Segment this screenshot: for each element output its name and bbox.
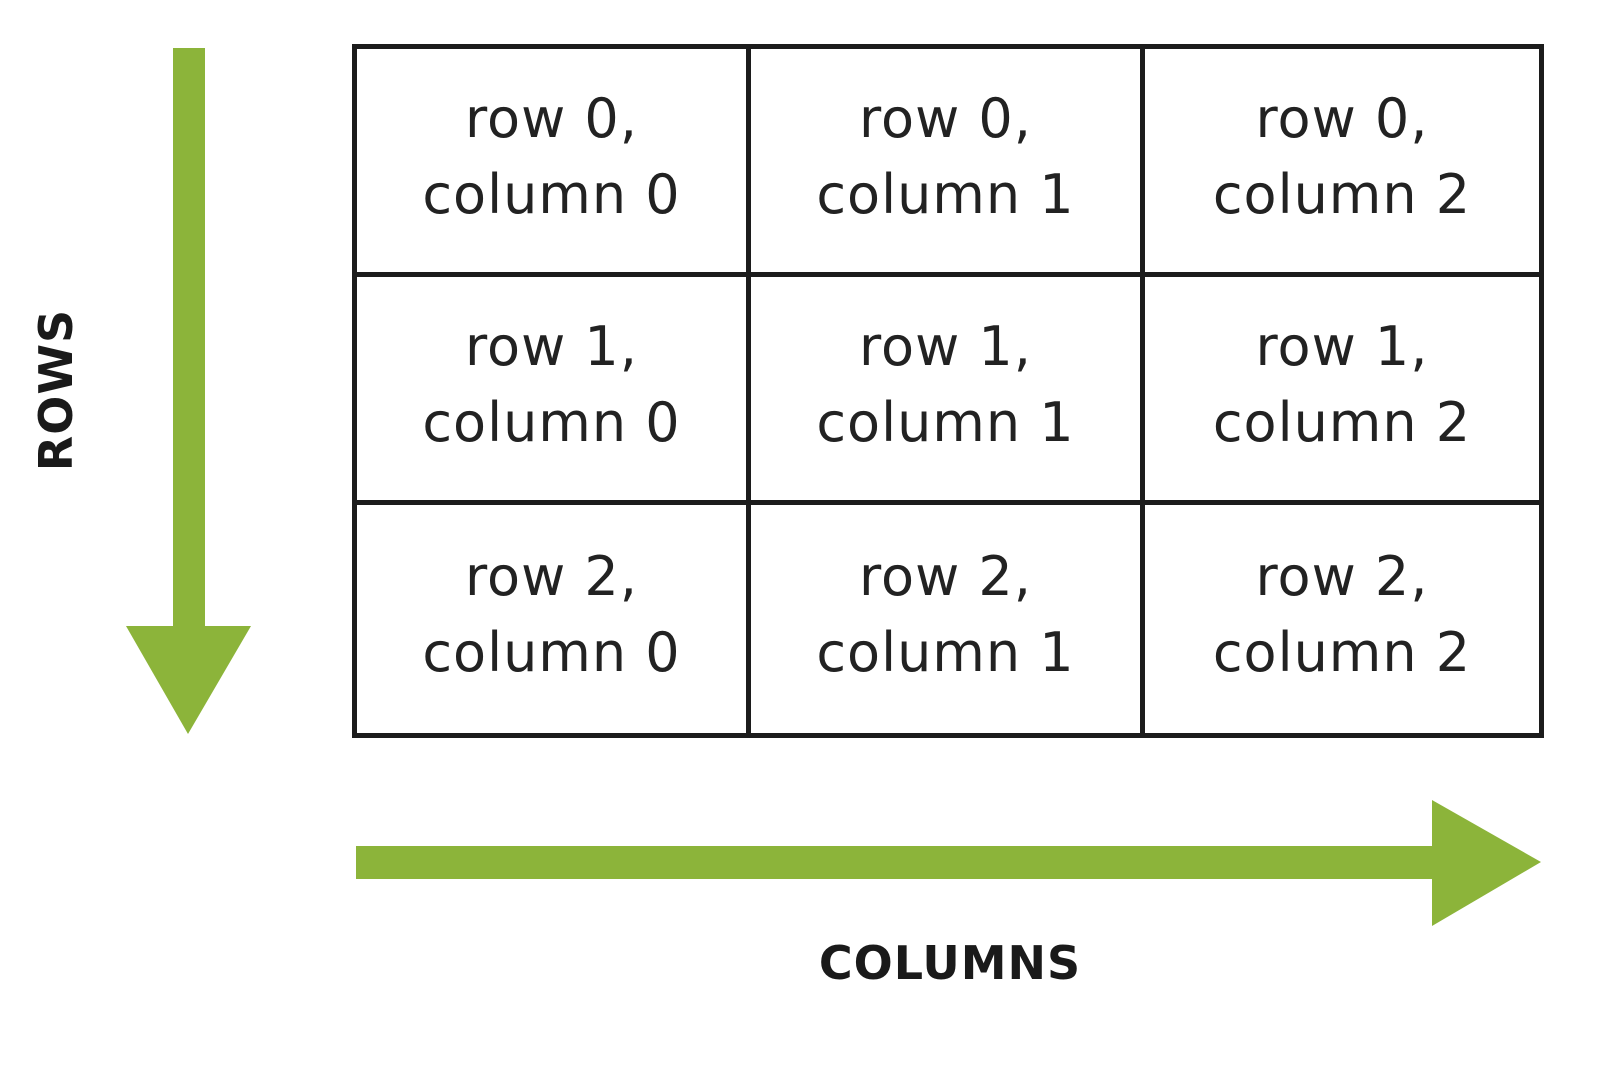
grid-cell-r2-c2: row 2, column 2: [1145, 505, 1539, 733]
cell-column-text: column 0: [422, 621, 681, 684]
cell-column-text: column 0: [422, 162, 681, 226]
rows-arrow: [126, 48, 251, 734]
cell-row-text: row 1,: [465, 314, 638, 378]
columns-axis-label: COLUMNS: [818, 936, 1082, 990]
grid-cell-r0-c0: row 0, column 0: [357, 49, 751, 277]
cell-column-text: column 2: [1212, 390, 1472, 454]
rows-axis-label: ROWS: [29, 308, 83, 472]
cell-column-text: column 1: [816, 621, 1075, 684]
cell-row-text: row 1,: [859, 314, 1032, 378]
cell-column-text: column 2: [1212, 162, 1472, 226]
grid-cell-r2-c0: row 2, column 0: [357, 505, 751, 733]
grid-cell-r1-c0: row 1, column 0: [357, 277, 751, 505]
cell-column-text: column 2: [1212, 621, 1472, 684]
grid-table: row 0, column 0 row 0, column 1 row 0, c…: [352, 44, 1544, 738]
cell-row-text: row 0,: [1255, 86, 1429, 150]
grid-cell-r1-c2: row 1, column 2: [1145, 277, 1539, 505]
grid-cell-r0-c2: row 0, column 2: [1145, 49, 1539, 277]
grid-cell-r1-c1: row 1, column 1: [751, 277, 1145, 505]
cell-row-text: row 0,: [465, 86, 638, 150]
cell-row-text: row 2,: [465, 545, 638, 608]
columns-arrow: [356, 800, 1541, 926]
cell-row-text: row 2,: [859, 545, 1032, 608]
cell-row-text: row 0,: [859, 86, 1032, 150]
cell-column-text: column 1: [816, 162, 1075, 226]
cell-column-text: column 0: [422, 390, 681, 454]
cell-row-text: row 2,: [1255, 545, 1429, 608]
cell-row-text: row 1,: [1255, 314, 1429, 378]
grid-cell-r0-c1: row 0, column 1: [751, 49, 1145, 277]
cell-column-text: column 1: [816, 390, 1075, 454]
grid-cell-r2-c1: row 2, column 1: [751, 505, 1145, 733]
